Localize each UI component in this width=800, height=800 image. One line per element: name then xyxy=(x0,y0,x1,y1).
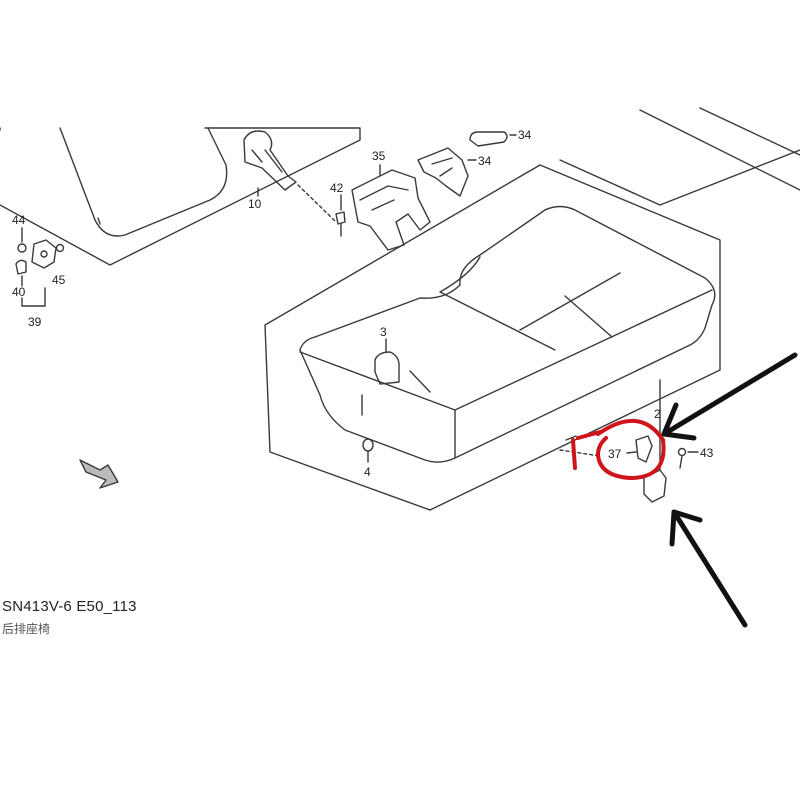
callout-45: 45 xyxy=(52,273,66,287)
part-42-bolt xyxy=(335,194,346,237)
seat-frame-box xyxy=(264,164,721,511)
seatback-cushion xyxy=(59,127,228,237)
seatback-frame xyxy=(0,127,361,266)
part-4-grommet xyxy=(362,438,374,452)
part-45-bracket xyxy=(31,239,57,269)
callout-42: 42 xyxy=(330,181,344,195)
part-40-plug xyxy=(15,259,27,275)
part-34-strap xyxy=(469,131,517,147)
callout-4: 4 xyxy=(364,465,371,479)
part-43-bolt xyxy=(677,447,687,469)
background-seat-outline xyxy=(559,107,800,206)
callout-39: 39 xyxy=(28,315,42,329)
front-arrow-icon xyxy=(79,459,119,489)
callout-3: 3 xyxy=(380,325,387,339)
seat-cushion xyxy=(299,205,716,463)
part-37-hinge xyxy=(559,379,667,503)
callout-34-upper: 34 xyxy=(518,128,532,142)
callout-37: 37 xyxy=(608,447,622,461)
callout-35: 35 xyxy=(372,149,386,163)
callout-10: 10 xyxy=(248,197,262,211)
part-10-latch xyxy=(243,130,297,197)
callout-43: 43 xyxy=(700,446,714,460)
arrow-icon xyxy=(661,352,798,441)
part-35-bracket xyxy=(351,164,431,251)
callout-44: 44 xyxy=(12,213,26,227)
diagram-code: SN413V-6 E50_113 xyxy=(2,598,137,615)
callout-40: 40 xyxy=(12,285,26,299)
arrow-icon xyxy=(669,509,748,628)
part-34-bracket xyxy=(417,147,477,197)
part-44-nut xyxy=(17,243,27,253)
callout-34-lower: 34 xyxy=(478,154,492,168)
callout-2: 2 xyxy=(654,407,661,421)
diagram-subtitle: 后排座椅 xyxy=(2,622,51,636)
red-circle-icon xyxy=(571,419,666,481)
part-3-clip xyxy=(374,351,400,385)
